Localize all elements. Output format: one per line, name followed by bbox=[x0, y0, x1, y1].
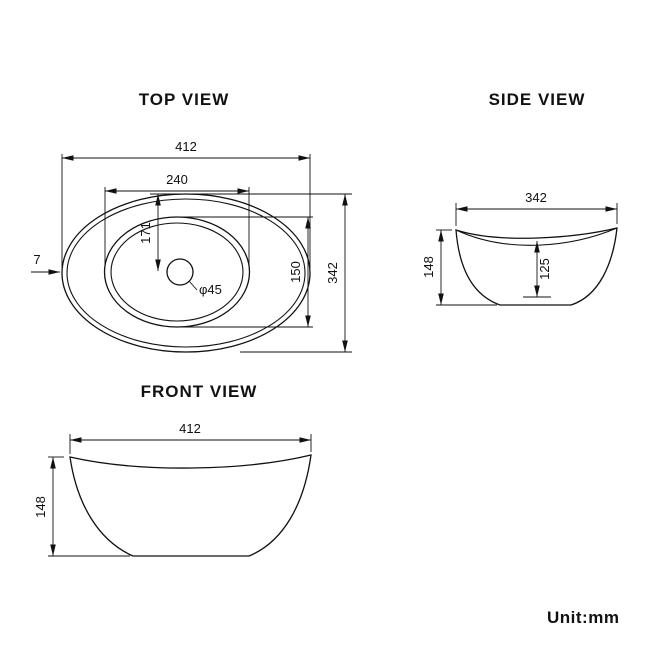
side-view-title: SIDE VIEW bbox=[489, 90, 586, 109]
dim-side-inner-depth: 125 bbox=[537, 258, 552, 280]
top-view: TOP VIEW 412 240 171 150 342 7 bbox=[31, 90, 352, 353]
dim-top-basin-depth: 150 bbox=[288, 261, 303, 283]
unit-label: Unit:mm bbox=[547, 608, 619, 627]
drain-hole bbox=[166, 258, 194, 286]
dim-top-overall-depth: 342 bbox=[325, 262, 340, 284]
dim-top-center-offset: 171 bbox=[138, 222, 153, 244]
dim-top-overall-width: 412 bbox=[175, 139, 197, 154]
leader-line bbox=[188, 280, 198, 291]
side-profile-outline bbox=[455, 227, 618, 306]
dim-top-rim-thickness: 7 bbox=[33, 252, 40, 267]
dim-top-basin-width: 240 bbox=[166, 172, 188, 187]
dim-side-overall-width: 342 bbox=[525, 190, 547, 205]
side-rim-far-edge bbox=[455, 227, 618, 246]
basin-rim-inner-edge bbox=[66, 198, 306, 348]
basin-inner-wall bbox=[110, 222, 244, 322]
side-view: SIDE VIEW 342 148 125 bbox=[421, 90, 618, 306]
dim-front-overall-width: 412 bbox=[179, 421, 201, 436]
dim-top-drain-diameter: φ45 bbox=[199, 282, 222, 297]
dim-front-overall-height: 148 bbox=[33, 496, 48, 518]
top-view-title: TOP VIEW bbox=[139, 90, 230, 109]
front-view: FRONT VIEW 412 148 bbox=[33, 382, 312, 557]
front-profile-outline bbox=[69, 454, 312, 557]
front-view-title: FRONT VIEW bbox=[141, 382, 258, 401]
dim-side-overall-height: 148 bbox=[421, 256, 436, 278]
basin-opening bbox=[103, 216, 251, 328]
